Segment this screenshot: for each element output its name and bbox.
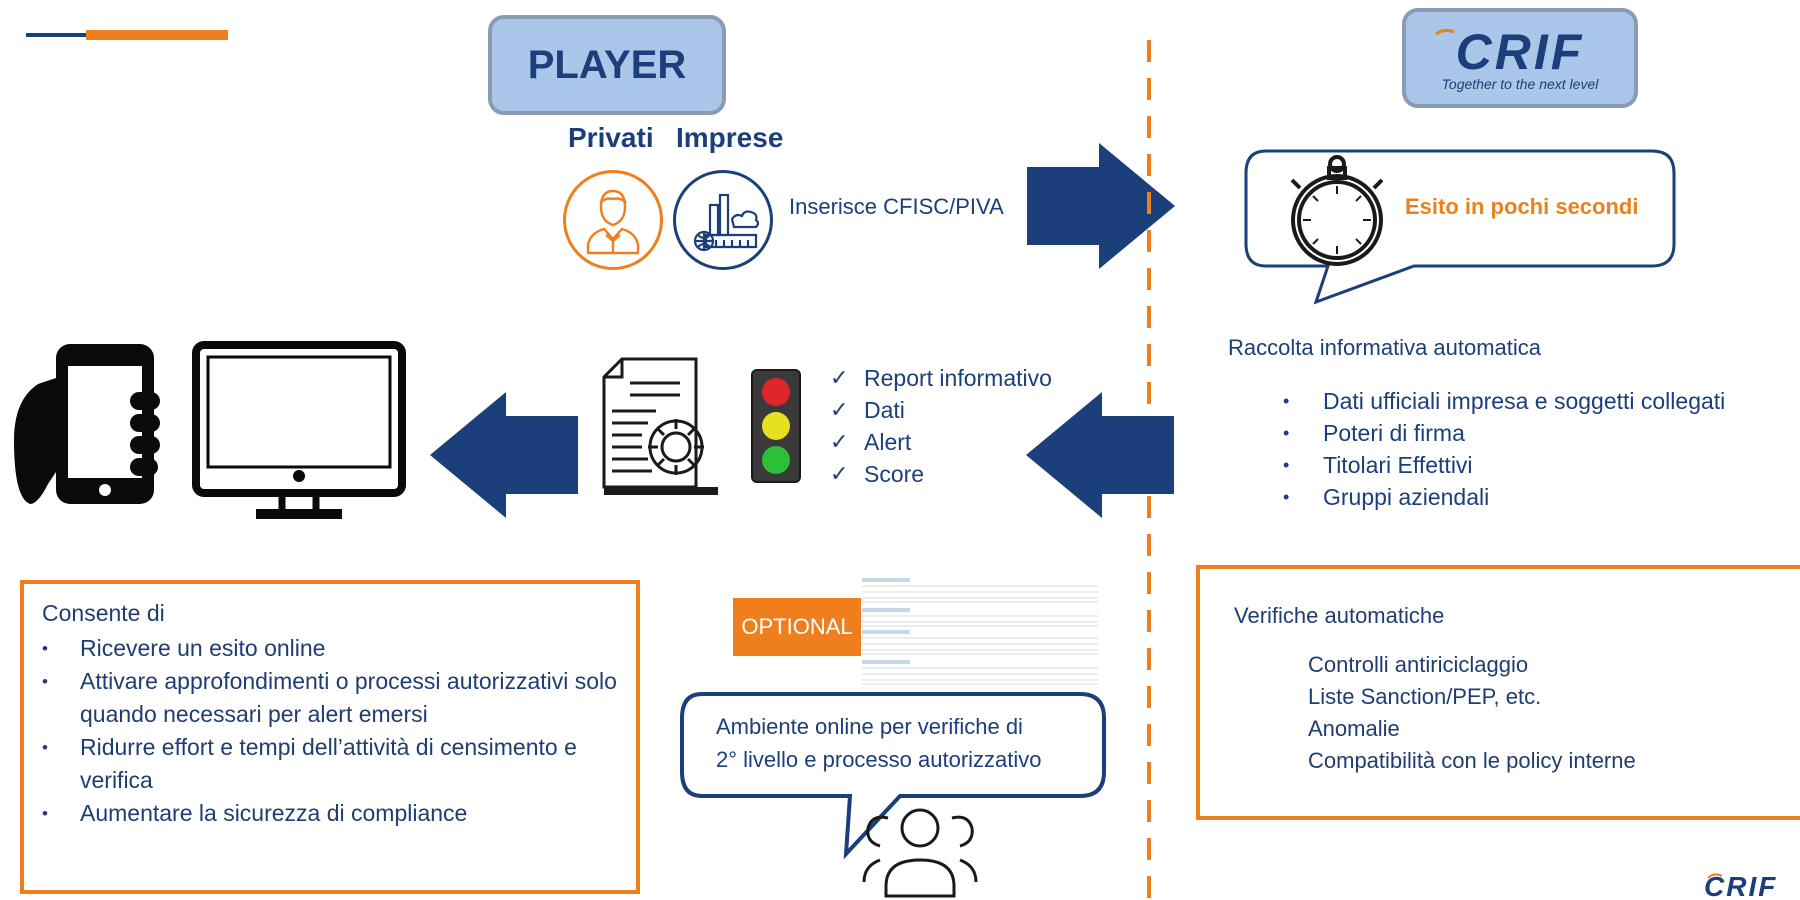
list-item: Anomalie [1308, 716, 1400, 741]
player-label: PLAYER [527, 42, 687, 87]
imprese-label: Imprese [676, 122, 784, 153]
list-item: •Dati ufficiali impresa e soggetti colle… [1283, 387, 1726, 414]
svg-text:CRIF: CRIF [1704, 871, 1777, 900]
consente-box: Consente di •Ricevere un esito online •A… [20, 580, 640, 894]
person-icon [563, 170, 663, 270]
decor-bar-navy [26, 33, 92, 37]
crif-logo-small: CRIF [1704, 871, 1777, 900]
monitor-icon [192, 341, 406, 519]
list-item: ✓Dati [830, 396, 905, 423]
decor-bar-orange [86, 30, 228, 40]
consente-intro: Consente di [42, 600, 165, 626]
outputs-list: ✓Report informativo ✓Dati ✓Alert ✓Score [830, 362, 1052, 490]
stopwatch-icon [1290, 155, 1384, 266]
speech-bubble-bottom [680, 692, 1106, 860]
crif-tagline: Together to the next level [1441, 76, 1599, 92]
list-item: •Ridurre effort e tempi dell’attività di… [42, 734, 577, 793]
arrow-left-devices-icon [430, 392, 578, 518]
arrow-left-icon [1026, 392, 1174, 518]
player-box: PLAYER [488, 15, 726, 115]
list-item: ✓Alert [830, 428, 912, 455]
privati-label: Privati [568, 122, 654, 153]
optional-bubble-text: Ambiente online per verifiche di 2° live… [716, 714, 1042, 772]
list-item: Compatibilità con le policy interne [1308, 748, 1636, 773]
verifiche-box: Verifiche automatiche Controlli antirici… [1196, 565, 1800, 820]
verifiche-list: Controlli antiriciclaggio Liste Sanction… [1308, 649, 1636, 777]
list-item: Liste Sanction/PEP, etc. [1308, 684, 1542, 709]
consente-list: •Ricevere un esito online •Attivare appr… [42, 632, 622, 830]
traffic-light-icon [751, 369, 801, 483]
list-item: •Poteri di firma [1283, 419, 1465, 446]
optional-badge: OPTIONAL [733, 598, 861, 656]
list-item: ✓Report informativo [830, 364, 1052, 391]
list-item: •Aumentare la sicurezza di compliance [42, 800, 468, 826]
users-icon [862, 808, 978, 898]
raccolta-title: Raccolta informativa automatica [1228, 335, 1542, 360]
list-item: •Gruppi aziendali [1283, 483, 1490, 510]
document-gear-icon [602, 357, 718, 495]
list-item: Controlli antiriciclaggio [1308, 652, 1529, 677]
verifiche-title: Verifiche automatiche [1234, 603, 1445, 628]
crif-logo: CRIF Together to the next level [1402, 8, 1638, 108]
report-thumbnail [858, 568, 1102, 688]
phone-in-hand-icon [14, 344, 160, 504]
arrow-right-icon [1027, 143, 1175, 269]
crif-brand: CRIF [1456, 24, 1585, 80]
list-item: •Attivare approfondimenti o processi aut… [42, 668, 617, 727]
esito-text: Esito in pochi secondi [1405, 194, 1639, 219]
list-item: ✓Score [830, 460, 925, 487]
input-text: Inserisce CFISC/PIVA [789, 194, 1004, 219]
speech-bubble-top [1244, 149, 1676, 305]
list-item: •Ricevere un esito online [42, 635, 326, 661]
raccolta-list: •Dati ufficiali impresa e soggetti colle… [1283, 385, 1725, 513]
factory-icon [673, 170, 773, 270]
list-item: •Titolari Effettivi [1283, 451, 1473, 478]
